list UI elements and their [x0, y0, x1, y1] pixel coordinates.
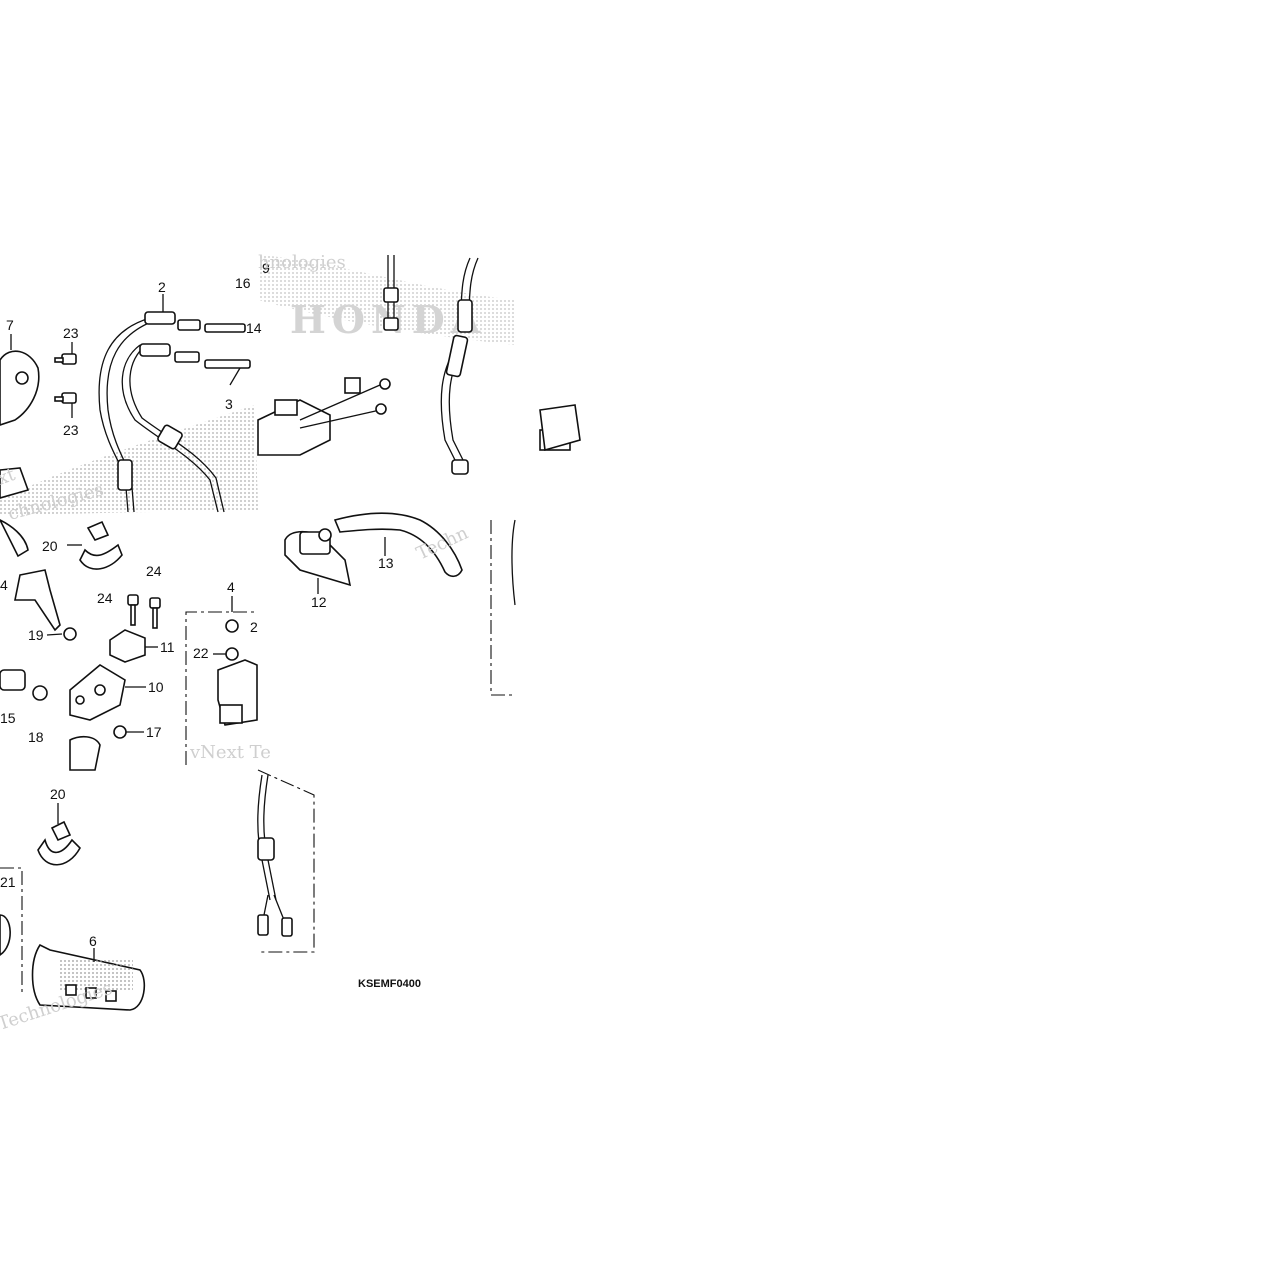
callout-18: 18 [28, 729, 44, 745]
callout-13: 13 [378, 555, 394, 571]
callout-9: 9 [262, 260, 270, 276]
callout-6: 6 [89, 933, 97, 949]
switch-housing [0, 350, 40, 499]
watermark-vnext: vNext Te [189, 742, 271, 763]
diagram-code: KSEMF0400 [358, 978, 421, 990]
callout-10: 10 [148, 679, 164, 695]
callout-20-upper: 20 [42, 538, 58, 554]
screw-23-upper [54, 353, 77, 365]
callout-12: 12 [311, 594, 327, 610]
cable-band-upper [79, 520, 123, 570]
callout-4-center: 4 [227, 579, 235, 595]
callout-23-upper: 23 [63, 325, 79, 341]
callout-19: 19 [28, 627, 44, 643]
callout-24-b: 24 [146, 563, 162, 579]
callout-2: 2 [158, 279, 166, 295]
callout-11: 11 [160, 639, 175, 655]
clutch-lever-bracket [0, 519, 146, 771]
watermark-hnologies: hnologies [258, 252, 346, 273]
callout-4-left: 4 [0, 577, 8, 593]
screw-23-lower [54, 392, 77, 404]
callout-20-lower: 20 [50, 786, 66, 802]
callout-16: 16 [235, 275, 251, 291]
callout-2-center: 2 [250, 619, 258, 635]
callout-15: 15 [0, 710, 16, 726]
throttle-cable-assembly [98, 311, 251, 513]
callout-14: 14 [246, 320, 262, 336]
callout-21: 21 [0, 874, 16, 890]
dotted-background [0, 255, 515, 515]
callout-3: 3 [225, 396, 233, 412]
cable-ends [257, 255, 581, 475]
callout-22: 22 [193, 645, 209, 661]
handlebar-grip [31, 943, 146, 1011]
callout-7: 7 [6, 317, 14, 333]
switch-assembly [217, 619, 258, 726]
wire-harness [257, 774, 293, 937]
callout-24-a: 24 [97, 590, 113, 606]
cable-band-lower [37, 820, 81, 866]
brake-lever-assembly [284, 512, 463, 587]
callout-17: 17 [146, 724, 162, 740]
callout-23-lower: 23 [63, 422, 79, 438]
bolts-24 [127, 594, 161, 629]
